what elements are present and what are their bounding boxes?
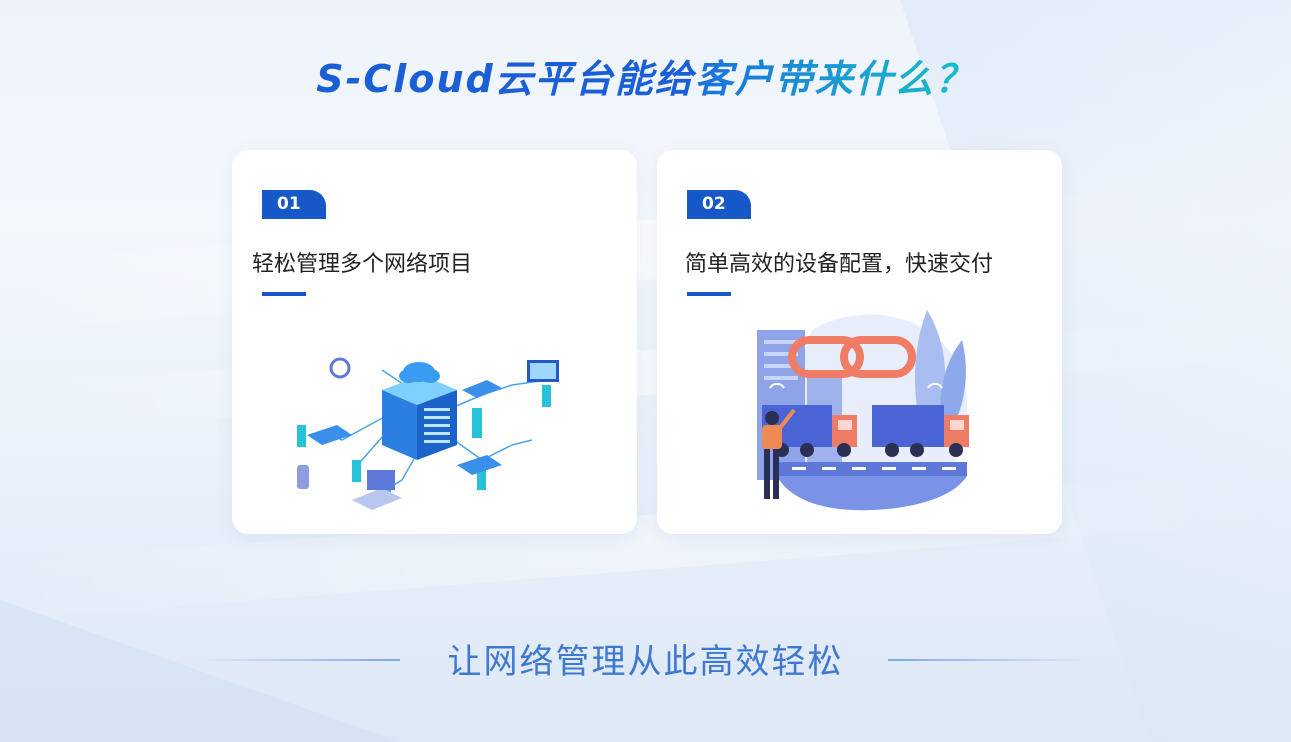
- logistics-trucks-icon: [757, 310, 969, 511]
- card-title-underline: [262, 292, 306, 296]
- card-title-underline: [687, 292, 731, 296]
- card-number-badge: 02: [687, 190, 751, 219]
- footer-slogan: 让网络管理从此高效轻松: [447, 642, 844, 682]
- page-title-part2: 客户带来什么？: [694, 57, 975, 101]
- page-title: S-Cloud云平台能给客户带来什么？: [0, 48, 1291, 103]
- feature-card-2: 02 简单高效的设备配置，快速交付: [657, 150, 1062, 534]
- feature-card-1: 01 轻松管理多个网络项目: [232, 150, 637, 534]
- card-title: 简单高效的设备配置，快速交付: [685, 252, 994, 277]
- footer-divider-right: [888, 659, 1088, 661]
- footer-divider-left: [200, 659, 400, 661]
- card-title: 轻松管理多个网络项目: [252, 252, 473, 277]
- network-server-icon: [297, 357, 559, 510]
- card-number-badge: 01: [262, 190, 326, 219]
- page-title-part1: S-Cloud云平台能给: [316, 57, 695, 101]
